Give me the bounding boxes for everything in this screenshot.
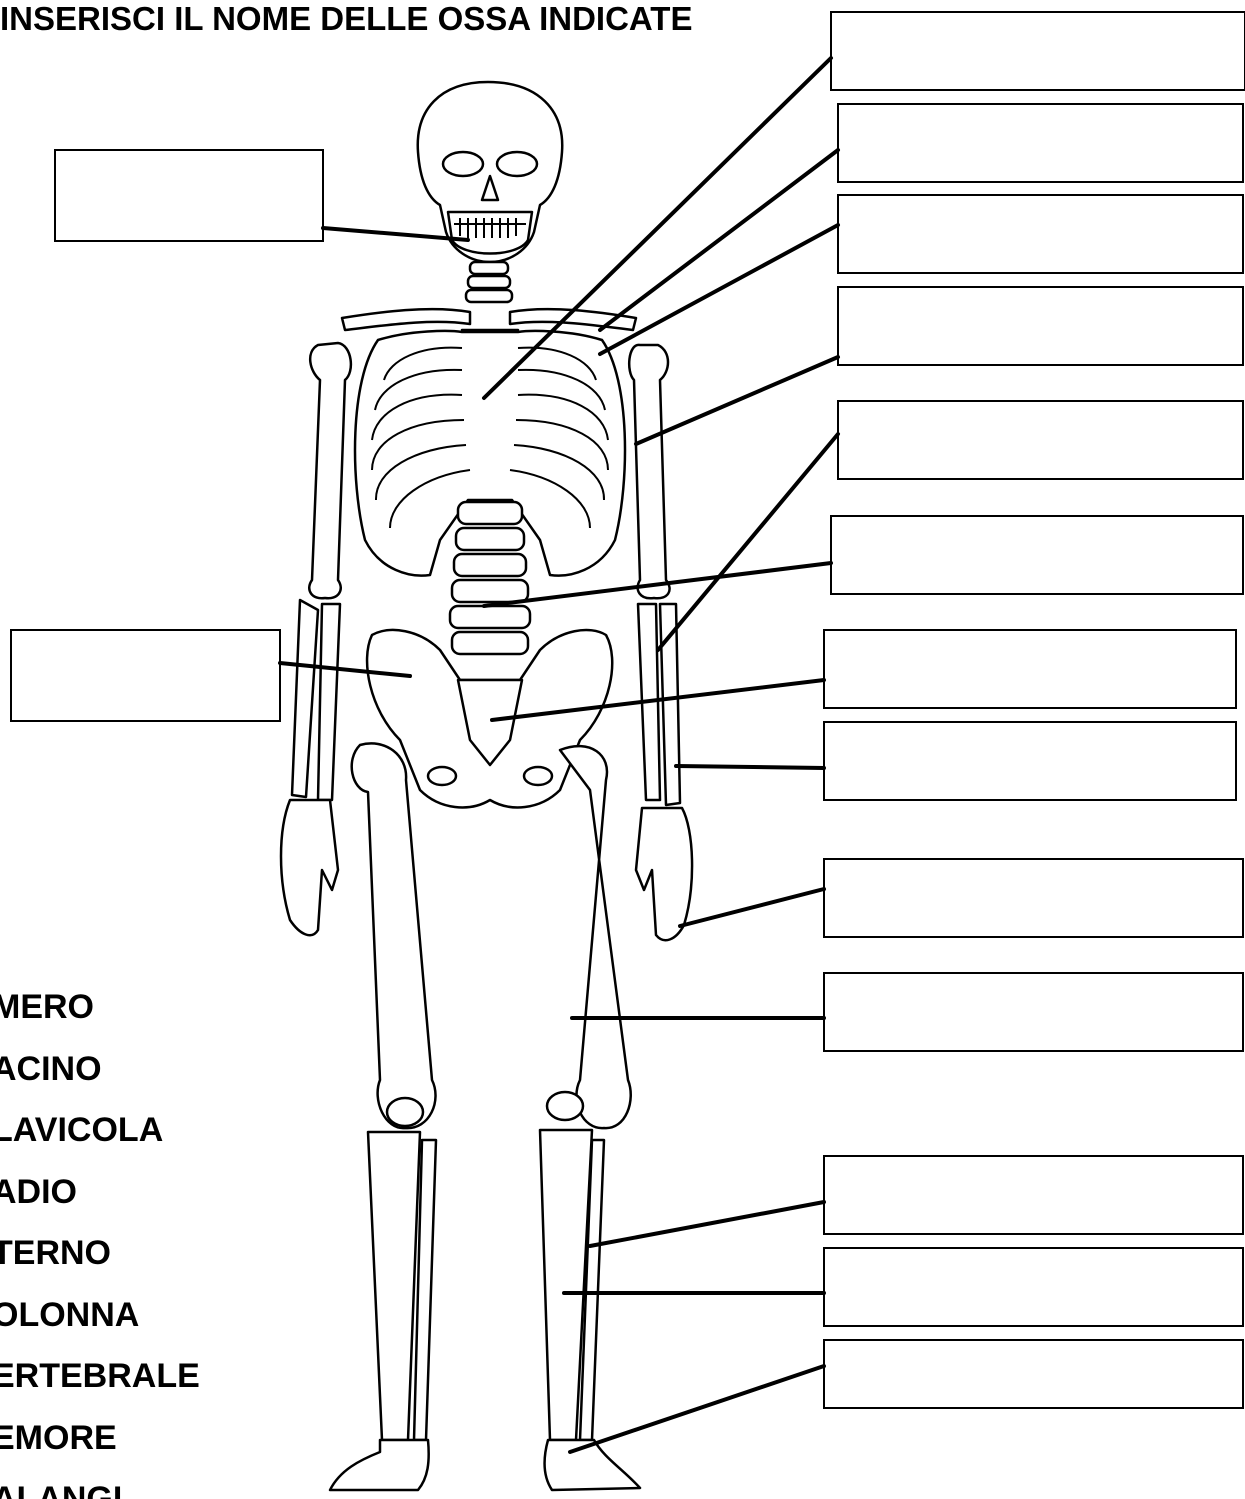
- humerus-right: [629, 345, 669, 598]
- lumbar-vertebra: [458, 502, 522, 524]
- answer-box-sternum[interactable]: [831, 12, 1245, 90]
- humerus-left: [309, 343, 351, 598]
- answer-box-ulna[interactable]: [838, 401, 1243, 479]
- lumbar-vertebra: [456, 528, 524, 550]
- eye-socket-left: [443, 152, 483, 176]
- answer-box-jaw[interactable]: [55, 150, 323, 241]
- patella-left: [387, 1098, 423, 1126]
- obturator-right: [524, 767, 552, 785]
- leader-line: [600, 150, 838, 330]
- hand-right: [636, 808, 692, 940]
- answer-box-tibia[interactable]: [824, 1248, 1243, 1326]
- cervical-vertebra: [470, 262, 508, 274]
- leader-line: [676, 766, 824, 768]
- lumbar-vertebra: [450, 606, 530, 628]
- answer-box-sacrum[interactable]: [824, 630, 1236, 708]
- answer-box-humerus[interactable]: [838, 287, 1243, 365]
- cervical-vertebra: [466, 290, 512, 302]
- obturator-left: [428, 767, 456, 785]
- tibia-left: [368, 1132, 420, 1440]
- lumbar-vertebra: [454, 554, 526, 576]
- cervical-vertebra: [468, 276, 510, 288]
- clavicle-left: [342, 309, 470, 330]
- answer-box-spine[interactable]: [831, 516, 1243, 594]
- lumbar-vertebra: [452, 580, 528, 602]
- foot-left: [330, 1440, 429, 1490]
- patella-right: [547, 1092, 583, 1120]
- leader-line: [680, 889, 824, 926]
- eye-socket-right: [497, 152, 537, 176]
- ulna-left: [318, 604, 340, 800]
- answer-box-radius[interactable]: [824, 722, 1236, 800]
- answer-boxes: [11, 12, 1245, 1408]
- radius-left: [292, 600, 318, 797]
- leader-line: [658, 434, 838, 650]
- answer-box-pelvis-left[interactable]: [11, 630, 280, 721]
- answer-box-fibula[interactable]: [824, 1156, 1243, 1234]
- leader-line: [570, 1366, 824, 1452]
- foot-right: [545, 1440, 640, 1490]
- skeleton-illustration: [281, 82, 692, 1490]
- femur-left: [352, 743, 436, 1128]
- femur-right: [560, 746, 631, 1128]
- answer-box-clavicle[interactable]: [838, 104, 1243, 182]
- answer-box-femur[interactable]: [824, 973, 1243, 1051]
- answer-box-phalanges-foot[interactable]: [824, 1340, 1243, 1408]
- answer-box-phalanges-hand[interactable]: [824, 859, 1243, 937]
- answer-box-scapula[interactable]: [838, 195, 1243, 273]
- leader-line: [590, 1202, 824, 1246]
- hand-left: [281, 800, 338, 935]
- lumbar-vertebra: [452, 632, 528, 654]
- leader-line: [600, 225, 838, 354]
